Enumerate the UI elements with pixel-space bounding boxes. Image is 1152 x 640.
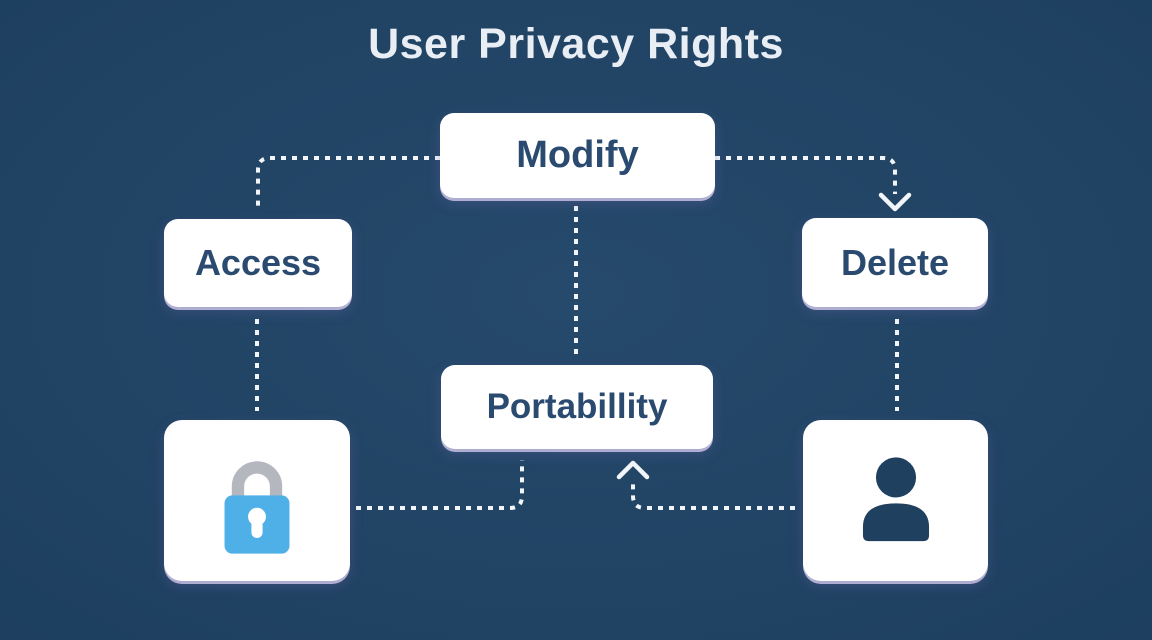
connector-user-portability xyxy=(631,482,795,510)
connector-lock-portability xyxy=(356,460,524,510)
node-delete: Delete xyxy=(802,218,988,307)
connector-modify-delete xyxy=(715,156,897,194)
node-user xyxy=(803,420,988,581)
node-portability: Portabillity xyxy=(441,365,713,449)
node-lock xyxy=(164,420,350,581)
arrowhead-up-icon xyxy=(616,460,650,480)
node-access: Access xyxy=(164,219,352,307)
user-icon xyxy=(862,456,929,541)
node-modify: Modify xyxy=(440,113,715,198)
node-portability-label: Portabillity xyxy=(486,387,668,426)
node-delete-label: Delete xyxy=(840,241,950,283)
lock-icon xyxy=(224,460,290,554)
node-access-label: Access xyxy=(194,242,322,283)
arrowhead-down-icon xyxy=(878,192,912,212)
node-modify-label: Modify xyxy=(516,134,639,176)
page-title: User Privacy Rights xyxy=(368,20,784,68)
connector-modify-access xyxy=(256,156,440,210)
